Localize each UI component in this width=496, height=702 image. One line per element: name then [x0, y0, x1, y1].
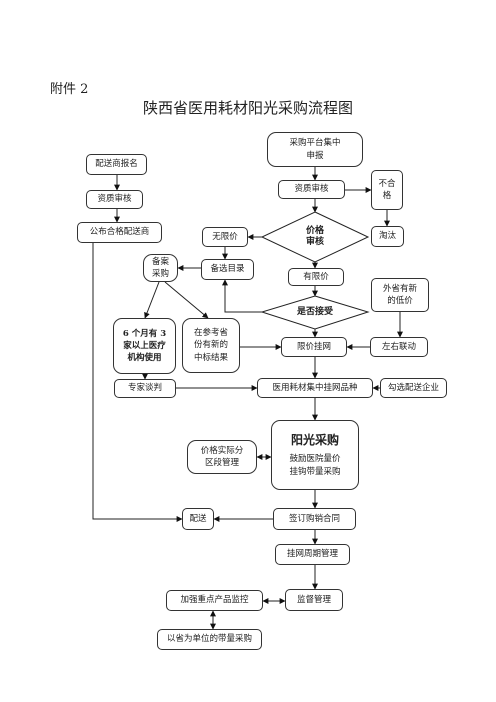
node-distributor-apply: 配送商报名 [86, 154, 147, 175]
node-no-limit: 无限价 [202, 227, 248, 247]
node-sign-contract: 签订购销合同 [273, 508, 356, 530]
node-linkage: 左右联动 [370, 337, 428, 357]
sunshine-subtitle: 鼓励医院量价 挂钩带量采购 [289, 454, 341, 477]
decision-accept [260, 295, 370, 330]
node-platform-report: 采购平台集中 申报 [267, 132, 363, 167]
node-publish-distributors: 公布合格配送商 [77, 222, 162, 243]
node-other-province-low-price: 外省有新 的低价 [371, 278, 429, 312]
node-sunshine-procurement: 阳光采购 鼓励医院量价 挂钩带量采购 [271, 420, 359, 490]
decision-price-review [260, 211, 370, 263]
node-price-zone-management: 价格实际分 区段管理 [187, 440, 257, 474]
node-central-listing: 医用耗材集中挂网品种 [257, 378, 373, 398]
edge-publish-to-delivery [92, 234, 183, 522]
node-eliminate: 淘汰 [371, 226, 404, 247]
node-select-distributor: 勾选配送企业 [380, 378, 447, 398]
node-fail: 不合 格 [371, 170, 403, 210]
decision-price-review-label: 价格 审核 [305, 226, 324, 247]
attachment-label: 附件 2 [50, 82, 89, 97]
sunshine-title: 阳光采购 [290, 432, 339, 447]
node-delivery: 配送 [182, 508, 214, 530]
edge-accept-to-catalog [222, 279, 262, 313]
node-qualification-review-right: 资质审核 [278, 180, 345, 199]
node-expert-negotiation: 专家谈判 [114, 379, 176, 398]
node-cycle-management: 挂网周期管理 [275, 544, 350, 565]
decision-accept-label: 是否接受 [296, 306, 333, 317]
node-has-limit: 有限价 [288, 268, 344, 286]
node-backup-record: 备案 采购 [143, 254, 178, 282]
node-supervision: 监督管理 [285, 589, 343, 611]
edge-backup-to-refprovince [164, 281, 209, 319]
node-six-months-usage: 6 个月有 3 家以上医疗 机构使用 [113, 318, 176, 374]
page-title: 陕西省医用耗材阳光采购流程图 [142, 99, 353, 117]
edge-backup-to-sixmonths [144, 281, 160, 319]
node-qualification-review-left: 资质审核 [86, 190, 143, 209]
node-province-volume-procurement: 以省为单位的带量采购 [157, 629, 262, 650]
node-key-product-monitoring: 加强重点产品监控 [166, 590, 263, 611]
node-ref-province-results: 在参考省 份有新的 中标结果 [182, 318, 240, 373]
node-limit-listing: 限价挂网 [281, 337, 347, 357]
node-backup-catalog: 备选目录 [201, 259, 254, 280]
